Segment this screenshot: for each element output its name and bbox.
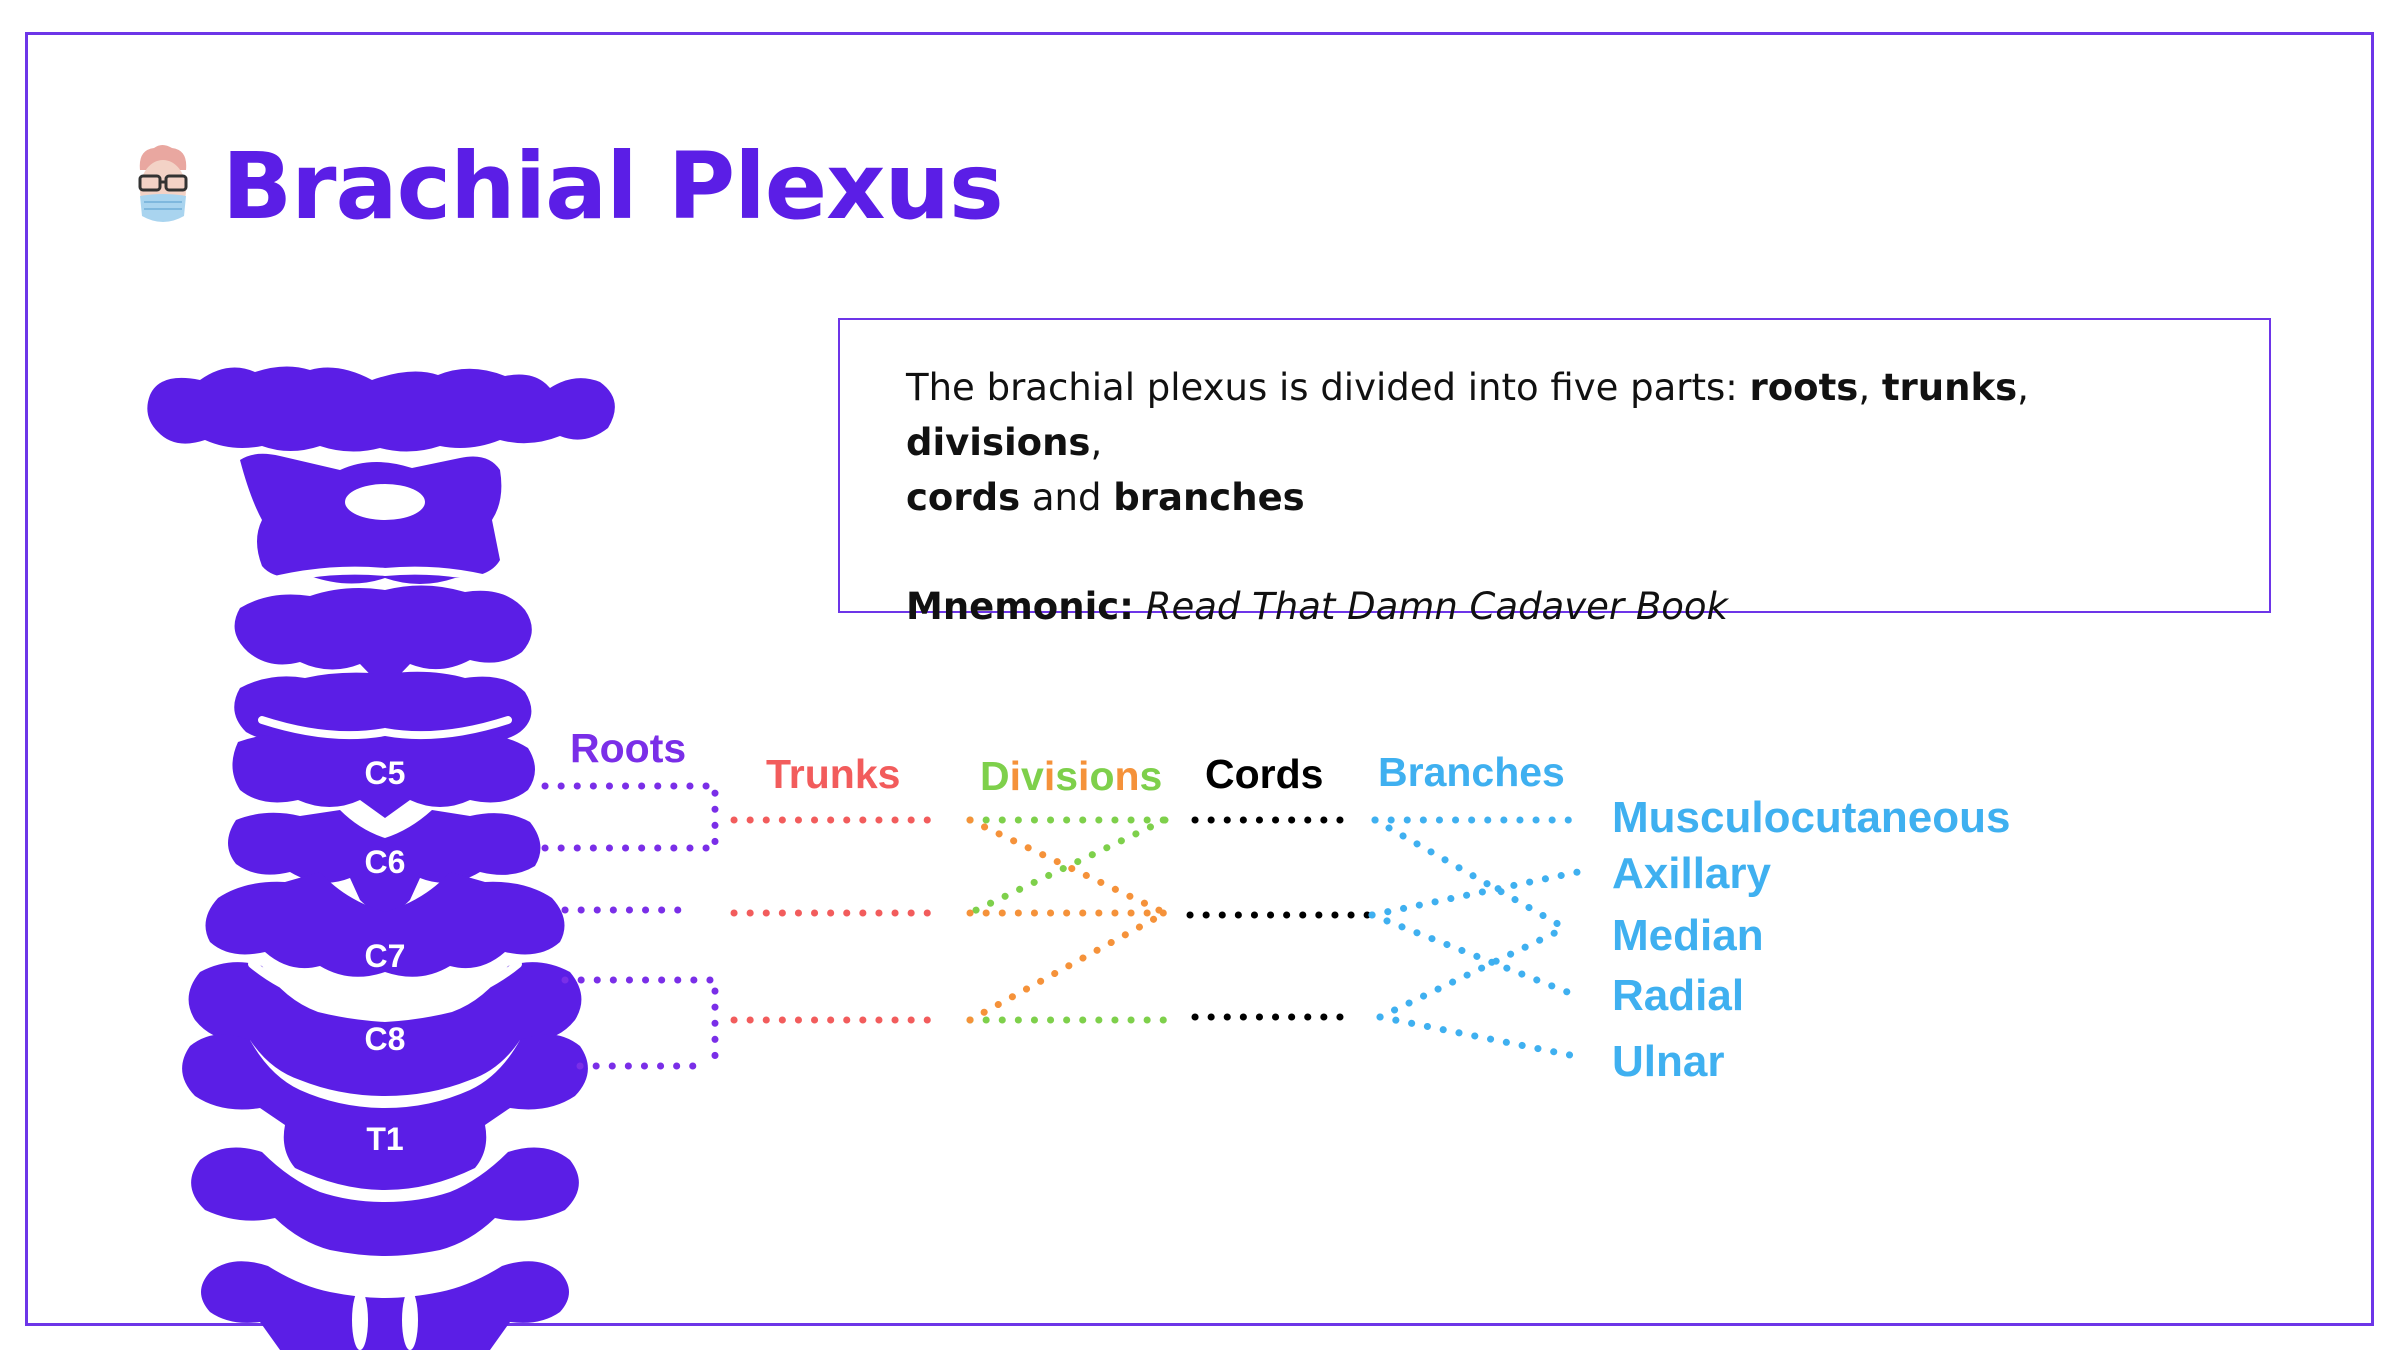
divisions-connectors — [966, 816, 1169, 1024]
doctor-avatar-icon — [138, 145, 188, 222]
divisions-header: Divisions — [980, 753, 1162, 799]
trunks-connectors — [730, 816, 934, 1024]
vertebra-label-t1: T1 — [366, 1121, 403, 1157]
vertebra-label-c6: C6 — [365, 844, 406, 880]
branches-connectors — [1368, 816, 1582, 1060]
branches-header: Branches — [1378, 749, 1565, 795]
spine-illustration — [147, 366, 615, 1350]
vertebra-label-c5: C5 — [365, 755, 406, 791]
vertebra-label-c7: C7 — [365, 938, 406, 974]
branch-label-ulnar: Ulnar — [1612, 1037, 1724, 1086]
info-box: The brachial plexus is divided into five… — [838, 318, 2271, 628]
roots-header: Roots — [570, 725, 686, 771]
branch-label-median: Median — [1612, 911, 1764, 960]
branch-labels: MusculocutaneousAxillaryMedianRadialUlna… — [1612, 793, 2011, 1086]
vertebra-label-c8: C8 — [365, 1021, 406, 1057]
mnemonic: Mnemonic: Read That Damn Cadaver Book — [906, 585, 1728, 628]
cords-connectors — [1186, 816, 1374, 1021]
branch-label-musculocutaneous: Musculocutaneous — [1612, 793, 2011, 842]
slide-frame — [25, 32, 2374, 1326]
branch-label-axillary: Axillary — [1612, 849, 1772, 898]
info-description: The brachial plexus is divided into five… — [906, 366, 2029, 519]
roots-connectors — [541, 782, 719, 1070]
page-title: Brachial Plexus — [222, 133, 1004, 240]
trunks-header: Trunks — [766, 751, 900, 797]
branch-label-radial: Radial — [1612, 971, 1744, 1020]
cords-header: Cords — [1205, 751, 1323, 797]
